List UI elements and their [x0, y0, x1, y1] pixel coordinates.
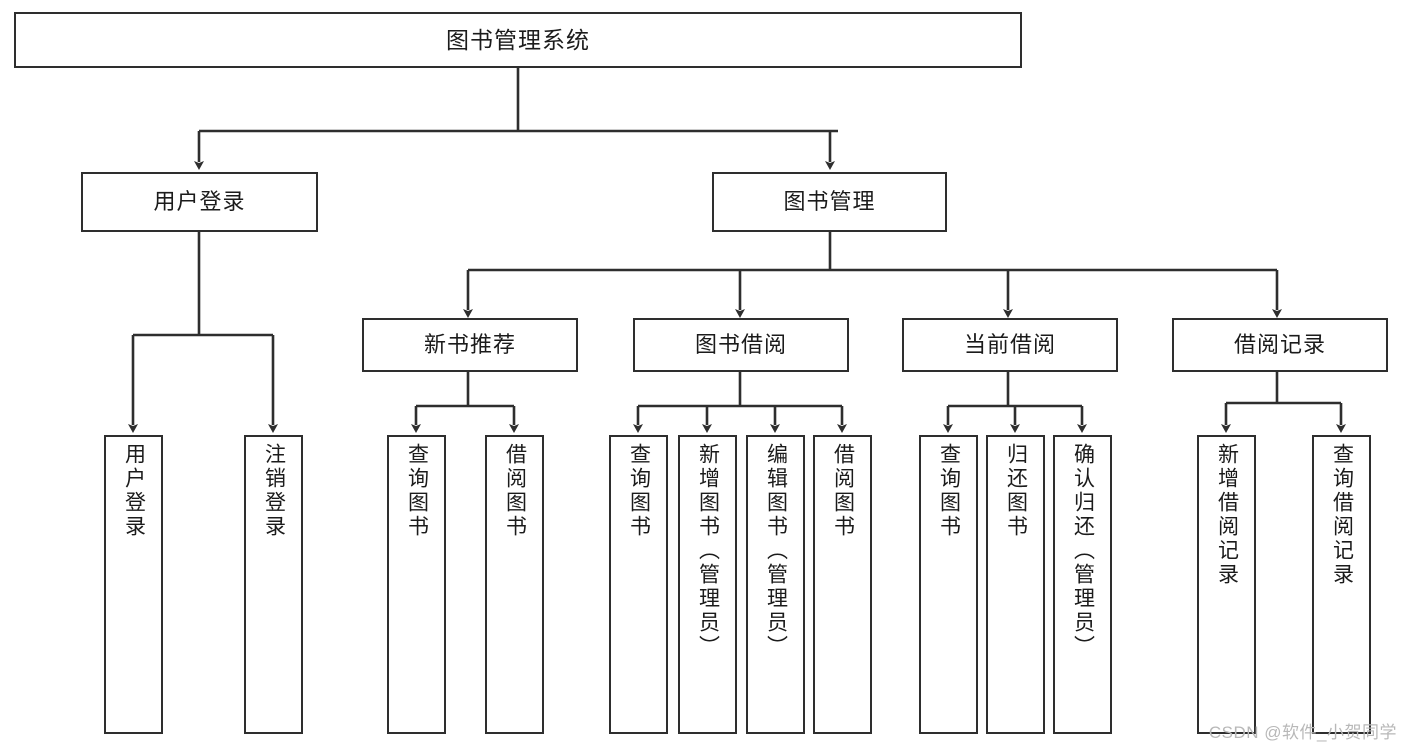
leaf-edit-book-admin[interactable]: 编辑图书（管理员）: [746, 435, 805, 734]
leaf-confirm-return-admin[interactable]: 确认归还（管理员）: [1053, 435, 1112, 734]
node-new-book-recommend[interactable]: 新书推荐: [362, 318, 578, 372]
leaf-query-book-current[interactable]: 查询图书: [919, 435, 978, 734]
node-label: 借阅记录: [1233, 332, 1326, 358]
node-label: 新增借阅记录: [1215, 443, 1239, 587]
leaf-borrow-book-borrow[interactable]: 借阅图书: [813, 435, 872, 734]
node-label: 用户登录: [153, 189, 246, 215]
leaf-add-borrow-record[interactable]: 新增借阅记录: [1197, 435, 1256, 734]
node-label: 图书管理系统: [446, 26, 590, 53]
node-label: 归还图书: [1004, 443, 1028, 539]
leaf-add-book-admin[interactable]: 新增图书（管理员）: [678, 435, 737, 734]
node-book-borrow[interactable]: 图书借阅: [633, 318, 849, 372]
leaf-query-book-recommend[interactable]: 查询图书: [387, 435, 446, 734]
node-current-borrow[interactable]: 当前借阅: [902, 318, 1118, 372]
node-label: 确认归还（管理员）: [1071, 443, 1095, 659]
node-label: 新增图书（管理员）: [696, 443, 720, 659]
node-label: 查询图书: [627, 443, 651, 539]
node-label: 查询图书: [405, 443, 429, 539]
node-label: 查询借阅记录: [1330, 443, 1354, 587]
node-label: 用户登录: [122, 443, 146, 539]
leaf-query-borrow-record[interactable]: 查询借阅记录: [1312, 435, 1371, 734]
leaf-logout-login[interactable]: 注销登录: [244, 435, 303, 734]
node-label: 查询图书: [937, 443, 961, 539]
node-book-manage[interactable]: 图书管理: [712, 172, 947, 232]
node-label: 图书借阅: [694, 332, 787, 358]
leaf-user-login[interactable]: 用户登录: [104, 435, 163, 734]
leaf-query-book-borrow[interactable]: 查询图书: [609, 435, 668, 734]
node-label: 图书管理: [783, 189, 876, 215]
node-label: 借阅图书: [503, 443, 527, 539]
node-label: 借阅图书: [831, 443, 855, 539]
node-borrow-record[interactable]: 借阅记录: [1172, 318, 1388, 372]
node-label: 当前借阅: [963, 332, 1056, 358]
leaf-return-book[interactable]: 归还图书: [986, 435, 1045, 734]
node-label: 注销登录: [262, 443, 286, 539]
node-label: 编辑图书（管理员）: [764, 443, 788, 659]
node-root-book-management-system[interactable]: 图书管理系统: [14, 12, 1022, 68]
leaf-borrow-book-recommend[interactable]: 借阅图书: [485, 435, 544, 734]
node-label: 新书推荐: [423, 332, 516, 358]
node-user-login[interactable]: 用户登录: [81, 172, 318, 232]
